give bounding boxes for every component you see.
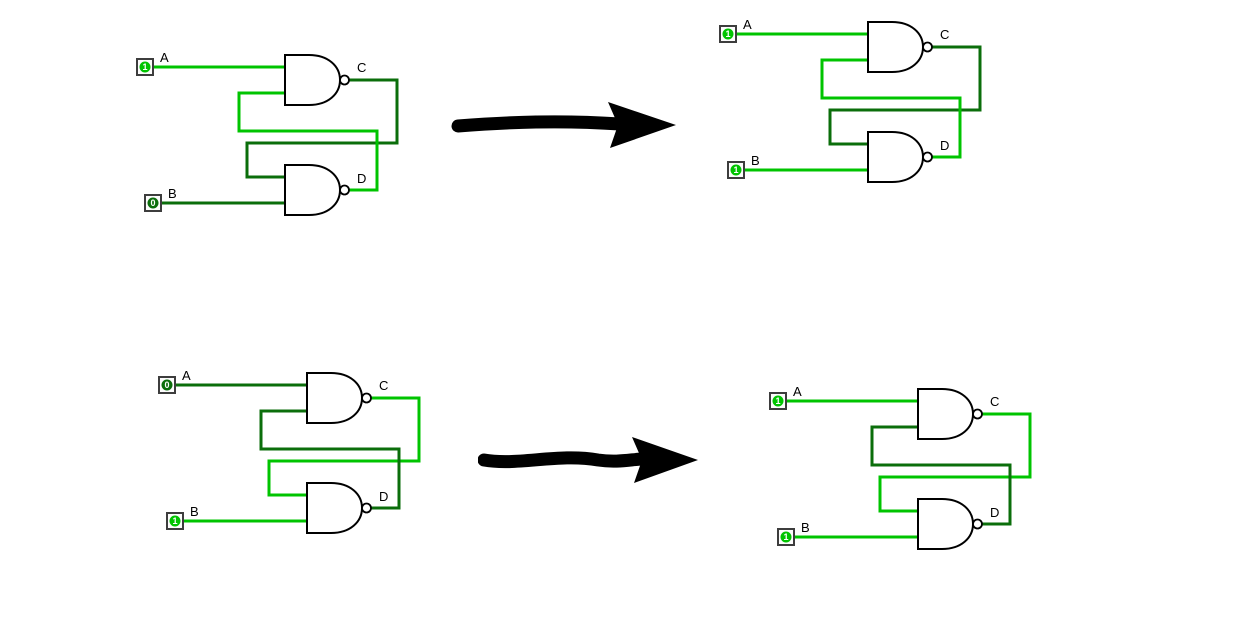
wire-feedback-c[interactable] bbox=[267, 396, 421, 497]
circuit-svg: 1 1 A B C D bbox=[719, 17, 982, 183]
pin-a-value: 1 bbox=[775, 396, 780, 406]
arrow-head bbox=[632, 437, 698, 483]
nand-top-output-bubble bbox=[361, 392, 372, 404]
label-input-b: B bbox=[801, 520, 810, 535]
pin-a-value: 0 bbox=[164, 380, 169, 390]
nand-gate-bottom[interactable] bbox=[284, 164, 342, 216]
input-pin-b[interactable]: 1 bbox=[777, 528, 795, 546]
transition-arrow-top bbox=[450, 100, 680, 155]
nand-bottom-output-bubble bbox=[972, 518, 983, 530]
sr-latch-top-after: 1 1 A B C D bbox=[718, 12, 1038, 237]
nand-gate-top[interactable] bbox=[284, 54, 342, 106]
label-output-d: D bbox=[357, 171, 366, 186]
label-output-c: C bbox=[990, 394, 999, 409]
transition-arrow-bottom bbox=[477, 432, 703, 492]
circuit-svg: 0 1 A B C D bbox=[158, 368, 421, 534]
nand-gate-bottom[interactable] bbox=[867, 131, 925, 183]
nand-gate-top[interactable] bbox=[867, 21, 925, 73]
nand-gate-top[interactable] bbox=[917, 388, 975, 440]
pin-b-value: 1 bbox=[172, 516, 177, 526]
input-pin-a[interactable]: 1 bbox=[136, 58, 154, 76]
input-pin-a[interactable]: 1 bbox=[719, 25, 737, 43]
label-input-b: B bbox=[751, 153, 760, 168]
wire-feedback-d[interactable] bbox=[870, 425, 1012, 526]
input-pin-b[interactable]: 1 bbox=[166, 512, 184, 530]
pin-b-value-dot bbox=[147, 197, 159, 209]
label-input-b: B bbox=[190, 504, 199, 519]
wire-feedback-c[interactable] bbox=[828, 45, 982, 146]
pin-a-value: 1 bbox=[142, 62, 147, 72]
wire-feedback-c[interactable] bbox=[245, 78, 399, 179]
pin-b-value-dot bbox=[730, 164, 742, 176]
input-pin-b[interactable]: 1 bbox=[727, 161, 745, 179]
pin-a-value-dot bbox=[772, 395, 784, 407]
nand-bottom-output-bubble bbox=[361, 502, 372, 514]
input-pin-a[interactable]: 0 bbox=[158, 376, 176, 394]
label-input-b: B bbox=[168, 186, 177, 201]
nand-top-output-bubble bbox=[922, 41, 933, 53]
wire-feedback-d[interactable] bbox=[820, 58, 962, 159]
arrow-svg bbox=[477, 437, 698, 483]
nand-gate-top[interactable] bbox=[306, 372, 364, 424]
label-input-a: A bbox=[793, 384, 802, 399]
arrow-head bbox=[608, 102, 676, 148]
input-pin-a[interactable]: 1 bbox=[769, 392, 787, 410]
nand-bottom-output-bubble bbox=[339, 184, 350, 196]
arrow-shaft bbox=[451, 115, 627, 133]
pin-b-value: 0 bbox=[150, 198, 155, 208]
label-input-a: A bbox=[743, 17, 752, 32]
label-output-c: C bbox=[940, 27, 949, 42]
pin-b-value-dot bbox=[780, 531, 792, 543]
pin-b-value: 1 bbox=[783, 532, 788, 542]
wire-feedback-d[interactable] bbox=[259, 409, 401, 510]
wire-feedback-c[interactable] bbox=[878, 412, 1032, 513]
pin-a-value-dot bbox=[722, 28, 734, 40]
nand-top-output-bubble bbox=[972, 408, 983, 420]
label-output-d: D bbox=[990, 505, 999, 520]
sr-latch-top-before: 1 0 A B C D bbox=[135, 45, 455, 270]
pin-b-value-dot bbox=[169, 515, 181, 527]
nand-gate-bottom[interactable] bbox=[917, 498, 975, 550]
nand-top-output-bubble bbox=[339, 74, 350, 86]
label-output-c: C bbox=[357, 60, 366, 75]
pin-b-value: 1 bbox=[733, 165, 738, 175]
pin-a-value-dot bbox=[139, 61, 151, 73]
sr-latch-bottom-after: 1 1 A B C D bbox=[768, 379, 1088, 604]
label-output-d: D bbox=[940, 138, 949, 153]
arrow-svg bbox=[451, 102, 676, 148]
label-input-a: A bbox=[182, 368, 191, 383]
input-pin-b[interactable]: 0 bbox=[144, 194, 162, 212]
circuit-svg: 1 0 A B C D bbox=[136, 50, 399, 216]
label-input-a: A bbox=[160, 50, 169, 65]
nand-gate-bottom[interactable] bbox=[306, 482, 364, 534]
label-output-c: C bbox=[379, 378, 388, 393]
pin-a-value-dot bbox=[161, 379, 173, 391]
wire-feedback-d[interactable] bbox=[237, 91, 379, 192]
arrow-shaft bbox=[477, 451, 651, 469]
sr-latch-bottom-before: 0 1 A B C D bbox=[157, 363, 477, 588]
circuit-svg: 1 1 A B C D bbox=[769, 384, 1032, 550]
pin-a-value: 1 bbox=[725, 29, 730, 39]
nand-bottom-output-bubble bbox=[922, 151, 933, 163]
label-output-d: D bbox=[379, 489, 388, 504]
